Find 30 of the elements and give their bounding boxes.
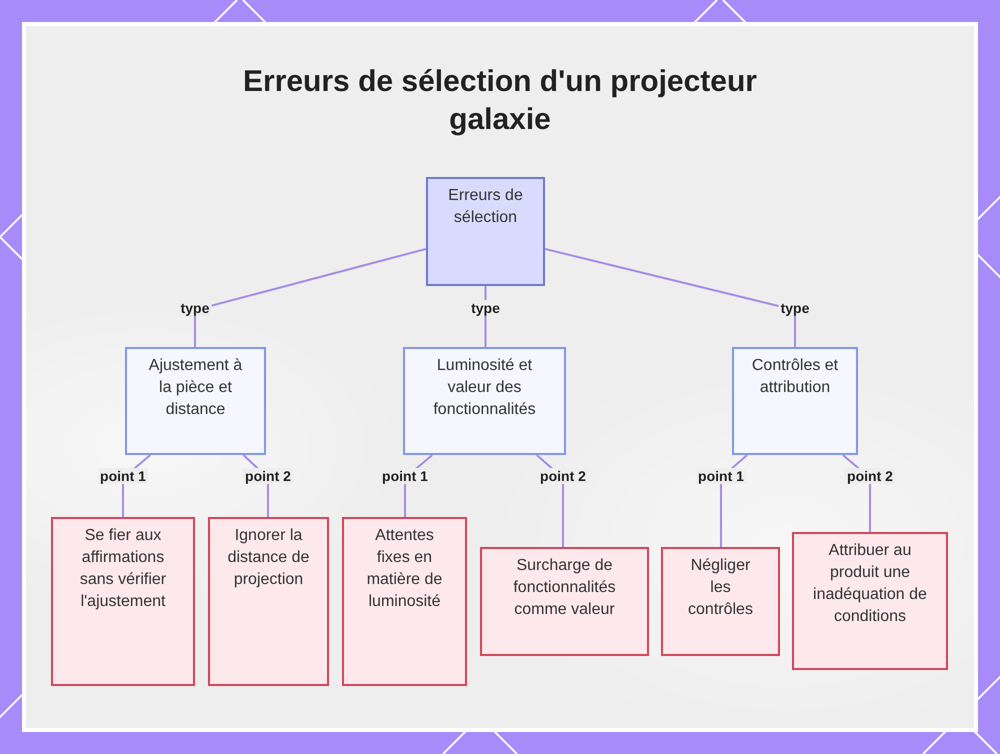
- node-box: [661, 547, 780, 656]
- node-text: Attribuer au produit une inadéquation de conditions: [812, 541, 928, 627]
- edge-label: point 2: [538, 468, 588, 484]
- node-box: [125, 347, 266, 455]
- node-box: [426, 177, 545, 286]
- edge-label: type: [469, 300, 502, 316]
- node-box: [480, 547, 649, 656]
- node-box: [342, 517, 467, 686]
- node-text: Surcharge de fonctionnalités comme valeur: [512, 556, 617, 620]
- node-text: Luminosité et valeur des fonctionnalités: [432, 356, 537, 420]
- node-box: [732, 347, 858, 455]
- node-text: Ignorer la distance de projection: [226, 526, 310, 590]
- node-text: Négliger les contrôles: [687, 556, 754, 620]
- node-box: [208, 517, 329, 686]
- edge-label: point 2: [845, 468, 895, 484]
- diagram-title: Erreurs de sélection d'un projecteur galaxie: [242, 64, 758, 138]
- node-text: Attentes fixes en matière de luminosité: [366, 526, 444, 612]
- node-box: [403, 347, 566, 455]
- connector-line: [544, 248, 796, 347]
- node-box: [792, 532, 948, 670]
- connector-line: [194, 248, 426, 347]
- node-text: Se fier aux affirmations sans vérifier l'ajustement: [78, 526, 168, 612]
- node-box: [51, 517, 195, 686]
- node-text: Contrôles et attribution: [750, 356, 840, 398]
- edge-label: point 1: [380, 468, 430, 484]
- edge-label: point 1: [696, 468, 746, 484]
- edge-label: point 1: [98, 468, 148, 484]
- edge-label: point 2: [243, 468, 293, 484]
- node-text: Erreurs de sélection: [447, 186, 524, 228]
- node-text: Ajustement à la pièce et distance: [148, 356, 244, 420]
